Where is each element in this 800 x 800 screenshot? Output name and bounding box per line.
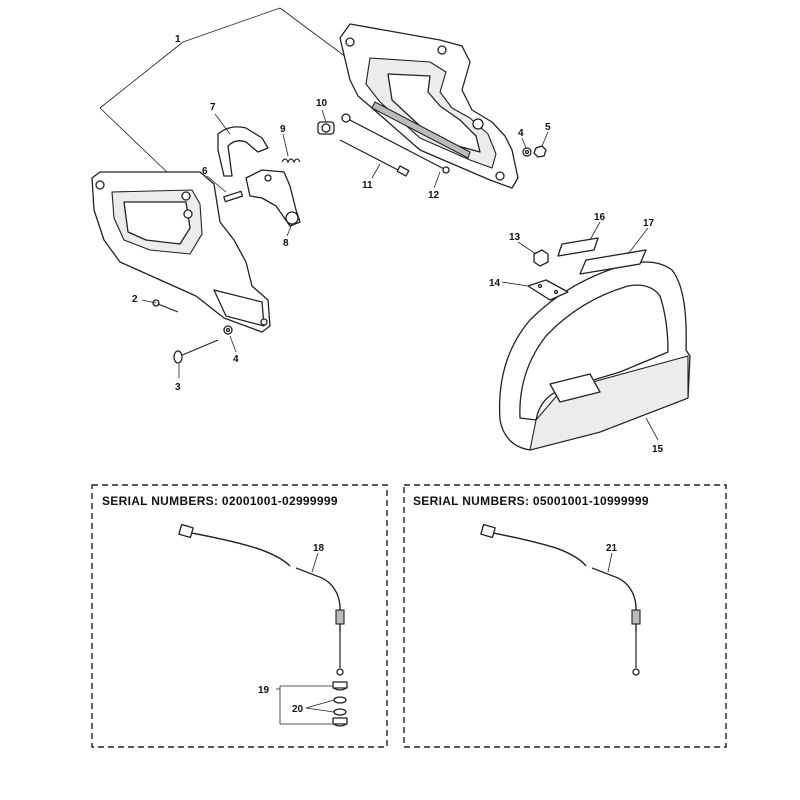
- callout-6: 6: [202, 166, 208, 177]
- bracket-19: [276, 685, 332, 725]
- lever-part-8: [245, 169, 301, 227]
- screw-part-3: [173, 339, 219, 364]
- rod-part-12: [341, 113, 450, 174]
- callout-11: 11: [362, 180, 373, 191]
- nut-washer-stack: [332, 681, 348, 727]
- callout-21: 21: [606, 543, 618, 554]
- leader-lines: [141, 109, 659, 441]
- callout-8: 8: [283, 238, 289, 249]
- nut-part-5: [533, 145, 547, 158]
- plug-part-10: [317, 121, 335, 135]
- callout-1: 1: [175, 34, 181, 45]
- callout-4-upper: 4: [518, 128, 524, 139]
- pin-part-6: [223, 190, 244, 203]
- callout-labels: 1 7 9 10 6 8 11 12 4 5 2 3 4 13 14 16 17…: [132, 34, 664, 715]
- callout-18: 18: [313, 543, 325, 554]
- serial-box-left-title: SERIAL NUMBERS: 02001001-02999999: [102, 494, 338, 508]
- spring-part-9: [281, 158, 301, 164]
- nut-part-13: [533, 249, 549, 267]
- callout-10: 10: [316, 98, 328, 109]
- callout-12: 12: [428, 190, 440, 201]
- front-handle-part-15: [498, 261, 691, 451]
- callout-15: 15: [652, 444, 664, 455]
- washer-part-4-upper: [522, 147, 532, 157]
- callout-17: 17: [643, 218, 655, 229]
- assembly-1-bracket: [99, 7, 351, 176]
- callout-14: 14: [489, 278, 501, 289]
- handle-half-right: [339, 23, 519, 189]
- trigger-part-7: [217, 126, 269, 177]
- callout-5: 5: [545, 122, 551, 133]
- serial-box-right: SERIAL NUMBERS: 05001001-10999999: [403, 484, 727, 748]
- handle-half-left: [91, 171, 271, 333]
- callout-3: 3: [175, 382, 181, 393]
- callout-7: 7: [210, 102, 216, 113]
- decal-part-16: [557, 237, 599, 257]
- callout-2: 2: [132, 294, 138, 305]
- plate-part-14: [527, 279, 569, 301]
- washer-part-4-lower: [223, 325, 233, 335]
- throttle-cable-part-21: [480, 523, 641, 676]
- callout-20: 20: [292, 704, 304, 715]
- callout-19: 19: [258, 685, 270, 696]
- callout-9: 9: [280, 124, 286, 135]
- callout-4-lower: 4: [233, 354, 239, 365]
- decal-part-17: [579, 249, 647, 275]
- callout-13: 13: [509, 232, 521, 243]
- screw-part-2: [152, 299, 179, 313]
- cable-part-11: [339, 139, 410, 177]
- throttle-cable-part-18: [178, 523, 345, 676]
- serial-box-left: SERIAL NUMBERS: 02001001-02999999: [91, 484, 388, 748]
- serial-box-right-title: SERIAL NUMBERS: 05001001-10999999: [413, 494, 649, 508]
- callout-16: 16: [594, 212, 606, 223]
